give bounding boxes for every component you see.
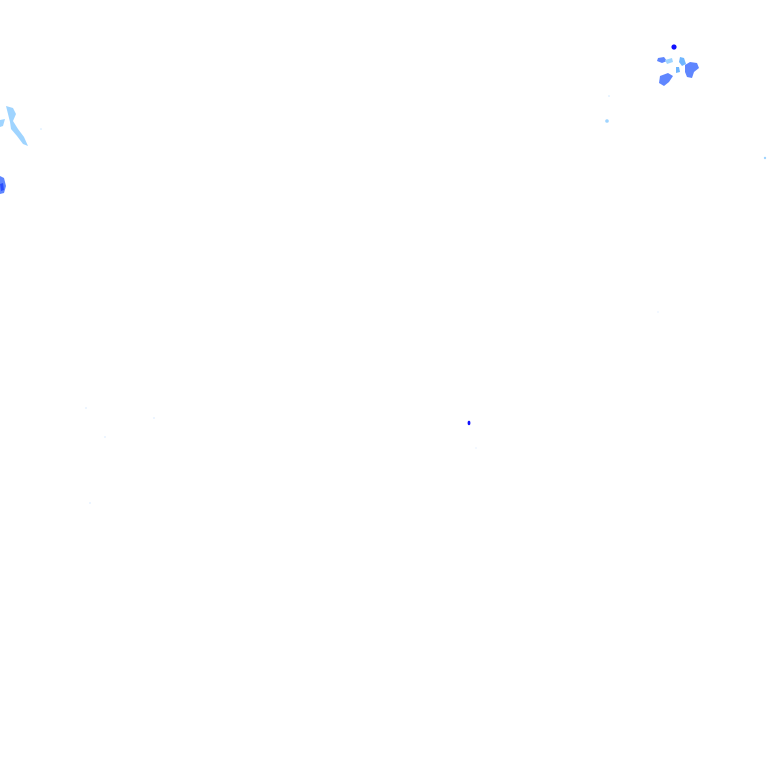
precipitation-cluster-left [0, 106, 42, 194]
precipitation-cell-center [467, 420, 471, 426]
precip-cell [763, 156, 767, 160]
precip-cell [0, 119, 5, 127]
precip-speckle [153, 417, 155, 419]
precip-cell [467, 420, 471, 426]
precip-cell [40, 128, 42, 130]
precip-band [6, 106, 28, 146]
precip-speckle [85, 407, 87, 409]
precip-cell [659, 73, 673, 86]
precip-cell [608, 95, 610, 97]
precip-speckle [475, 447, 477, 449]
precip-cell [685, 62, 699, 78]
precip-speckle [657, 311, 659, 313]
precip-cell [657, 57, 667, 63]
precip-cell [671, 44, 677, 50]
precip-cell [676, 67, 680, 73]
precip-cell [665, 58, 673, 64]
precip-speckle [89, 502, 91, 504]
precipitation-speckles [85, 311, 659, 504]
precip-cell [0, 183, 4, 191]
precip-cell [605, 119, 609, 123]
precipitation-cluster-top-right [605, 44, 767, 160]
precip-speckle [104, 436, 106, 438]
precip-cell [679, 57, 686, 66]
